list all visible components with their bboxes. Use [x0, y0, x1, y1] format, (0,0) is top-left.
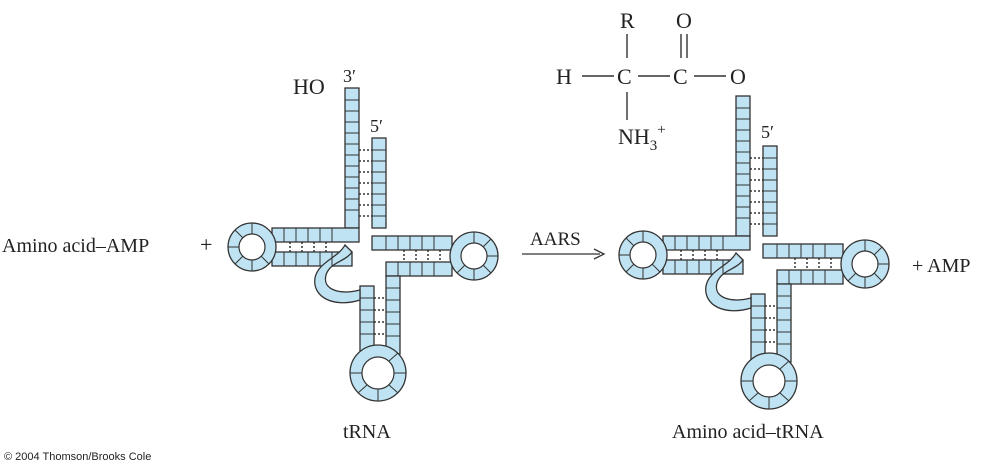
r-group-label: R [620, 8, 635, 33]
trna-left [227, 87, 499, 402]
amine-subscript: 3 [650, 138, 658, 154]
alpha-c-label: C [617, 64, 632, 89]
trna-left-3prime-group: HO [293, 74, 325, 99]
trna-right [618, 95, 890, 410]
enzyme-label-aars: AARS [530, 229, 581, 250]
plus-sign-left: + [200, 232, 212, 257]
carbonyl-c-label: C [673, 64, 688, 89]
trna-left-3prime-label: 3′ [343, 66, 356, 86]
reaction-arrow [522, 248, 606, 260]
trna-right-5prime-label: 5′ [761, 122, 774, 142]
product-amp: + AMP [912, 255, 971, 277]
copyright-notice: © 2004 Thomson/Brooks Cole [4, 451, 151, 463]
trna-right-label: Amino acid–tRNA [672, 421, 824, 443]
ester-o-label: O [730, 64, 746, 89]
reactant-amino-acid-amp: Amino acid–AMP [2, 235, 149, 257]
amine-group-label: NH3+ [618, 122, 666, 154]
trna-left-label: tRNA [343, 421, 391, 443]
trna-left-5prime-label: 5′ [370, 116, 383, 136]
amine-nh: NH [618, 124, 650, 149]
amine-charge: + [657, 122, 665, 138]
carbonyl-o-label: O [676, 8, 692, 33]
alpha-h-label: H [556, 64, 572, 89]
amino-acid-structure: R H C C O O NH3+ [556, 8, 746, 154]
